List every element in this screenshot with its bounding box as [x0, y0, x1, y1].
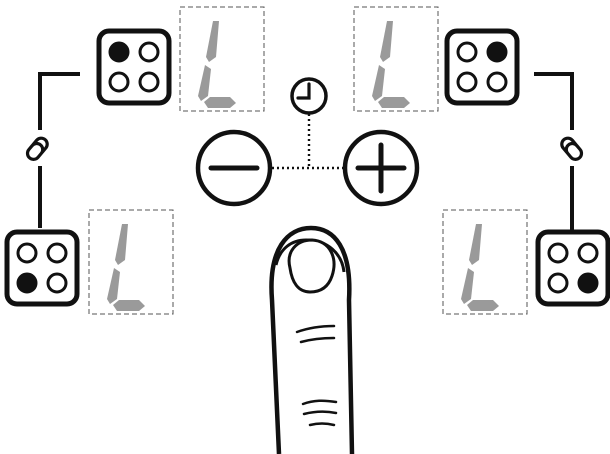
- zone-indicator-rear-left: [18, 274, 36, 292]
- zone-indicator-rear-right: [579, 274, 597, 292]
- hob-icon-rear-left: [7, 232, 77, 304]
- chain-link-icon-left: [25, 136, 50, 162]
- minus-button[interactable]: [198, 132, 270, 204]
- digit-display-rear-left: [89, 210, 173, 314]
- finger-illustration: [271, 228, 352, 454]
- hob-icon-front-right: [447, 31, 517, 103]
- zone-front-right[interactable]: L: [0, 0, 517, 111]
- zone-indicator-front-left: [110, 43, 128, 61]
- zone-indicator-front-right: [488, 43, 506, 61]
- chain-link-icon-right: [559, 136, 584, 162]
- digit-display-rear-right: [443, 210, 527, 314]
- digit-display-front-right: [354, 7, 438, 111]
- hob-icon-front-left: [99, 31, 169, 103]
- digit-display-front-left: [180, 7, 264, 111]
- hob-icon-rear-right: [538, 232, 608, 304]
- fingernail: [289, 240, 334, 292]
- plus-button[interactable]: [345, 132, 417, 204]
- clock-icon[interactable]: [292, 79, 326, 113]
- link-connector-left: [40, 74, 80, 228]
